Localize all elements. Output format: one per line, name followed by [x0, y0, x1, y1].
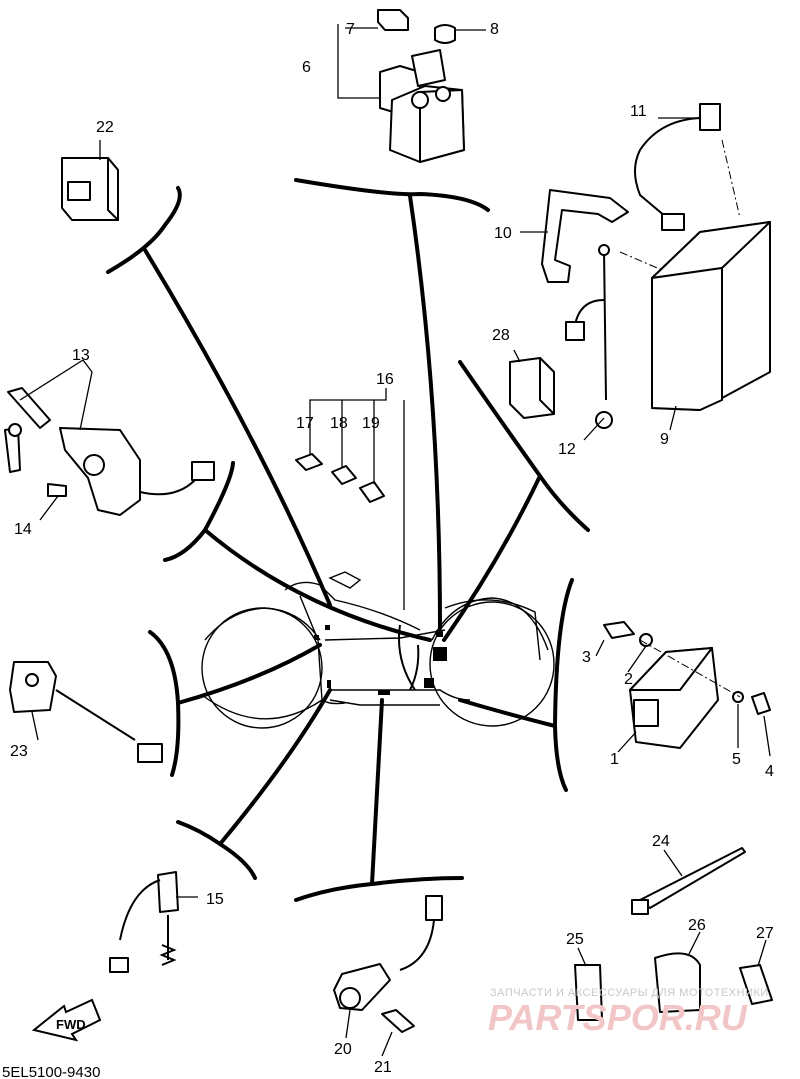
part-20-switch [333, 895, 443, 1033]
watermark-tagline: ЗАПЧАСТИ И АКСЕССУАРЫ ДЛЯ МОТОТЕХНИКИ [490, 987, 769, 999]
watermark: ЗАПЧАСТИ И АКСЕССУАРЫ ДЛЯ МОТОТЕХНИКИ PA… [488, 987, 769, 1038]
callout-6: 6 [302, 59, 311, 76]
fuse-group [295, 453, 385, 503]
rectifier-group [603, 621, 771, 749]
callout-7: 7 [346, 21, 355, 38]
part-22-box [61, 157, 119, 221]
callout-14: 14 [14, 521, 32, 538]
callout-numbers: 1 2 3 4 5 6 7 8 9 10 11 12 13 14 15 16 1… [10, 21, 774, 1076]
callout-18: 18 [330, 415, 348, 432]
motorcycle-outline [201, 571, 555, 729]
callout-3: 3 [582, 649, 591, 666]
callout-13: 13 [72, 347, 90, 364]
callout-19: 19 [362, 415, 380, 432]
callout-21: 21 [374, 1059, 392, 1076]
callout-17: 17 [296, 415, 314, 432]
dash-lines [619, 139, 741, 698]
callout-28: 28 [492, 327, 510, 344]
callout-20: 20 [334, 1041, 352, 1058]
callout-16: 16 [376, 371, 394, 388]
callout-4: 4 [765, 763, 774, 780]
callout-23: 23 [10, 743, 28, 760]
battery-group [541, 103, 771, 429]
part-23-switch [9, 661, 163, 763]
leader-lines [106, 178, 590, 902]
callout-10: 10 [494, 225, 512, 242]
callout-8: 8 [490, 21, 499, 38]
callout-22: 22 [96, 119, 114, 136]
callout-lines [19, 24, 771, 1057]
callout-5: 5 [732, 751, 741, 768]
watermark-brand: PARTSPOR.RU [488, 997, 748, 1038]
callout-25: 25 [566, 931, 584, 948]
starter-relay-group [377, 9, 465, 163]
callout-27: 27 [756, 925, 774, 942]
part-code: 5EL5100-9430 [2, 1064, 100, 1079]
cable-tie-group [574, 847, 773, 1021]
callout-9: 9 [660, 431, 669, 448]
callout-24: 24 [652, 833, 670, 850]
fwd-label: FWD [56, 1017, 86, 1032]
part-15-sensor [109, 871, 179, 973]
main-switch-group [4, 387, 215, 516]
callout-2: 2 [624, 671, 633, 688]
callout-12: 12 [558, 441, 576, 458]
part-28-relay [509, 357, 555, 419]
callout-26: 26 [688, 917, 706, 934]
callout-11: 11 [630, 103, 647, 120]
callout-15: 15 [206, 891, 224, 908]
fwd-arrow-icon: FWD [31, 998, 102, 1042]
callout-1: 1 [610, 751, 619, 768]
